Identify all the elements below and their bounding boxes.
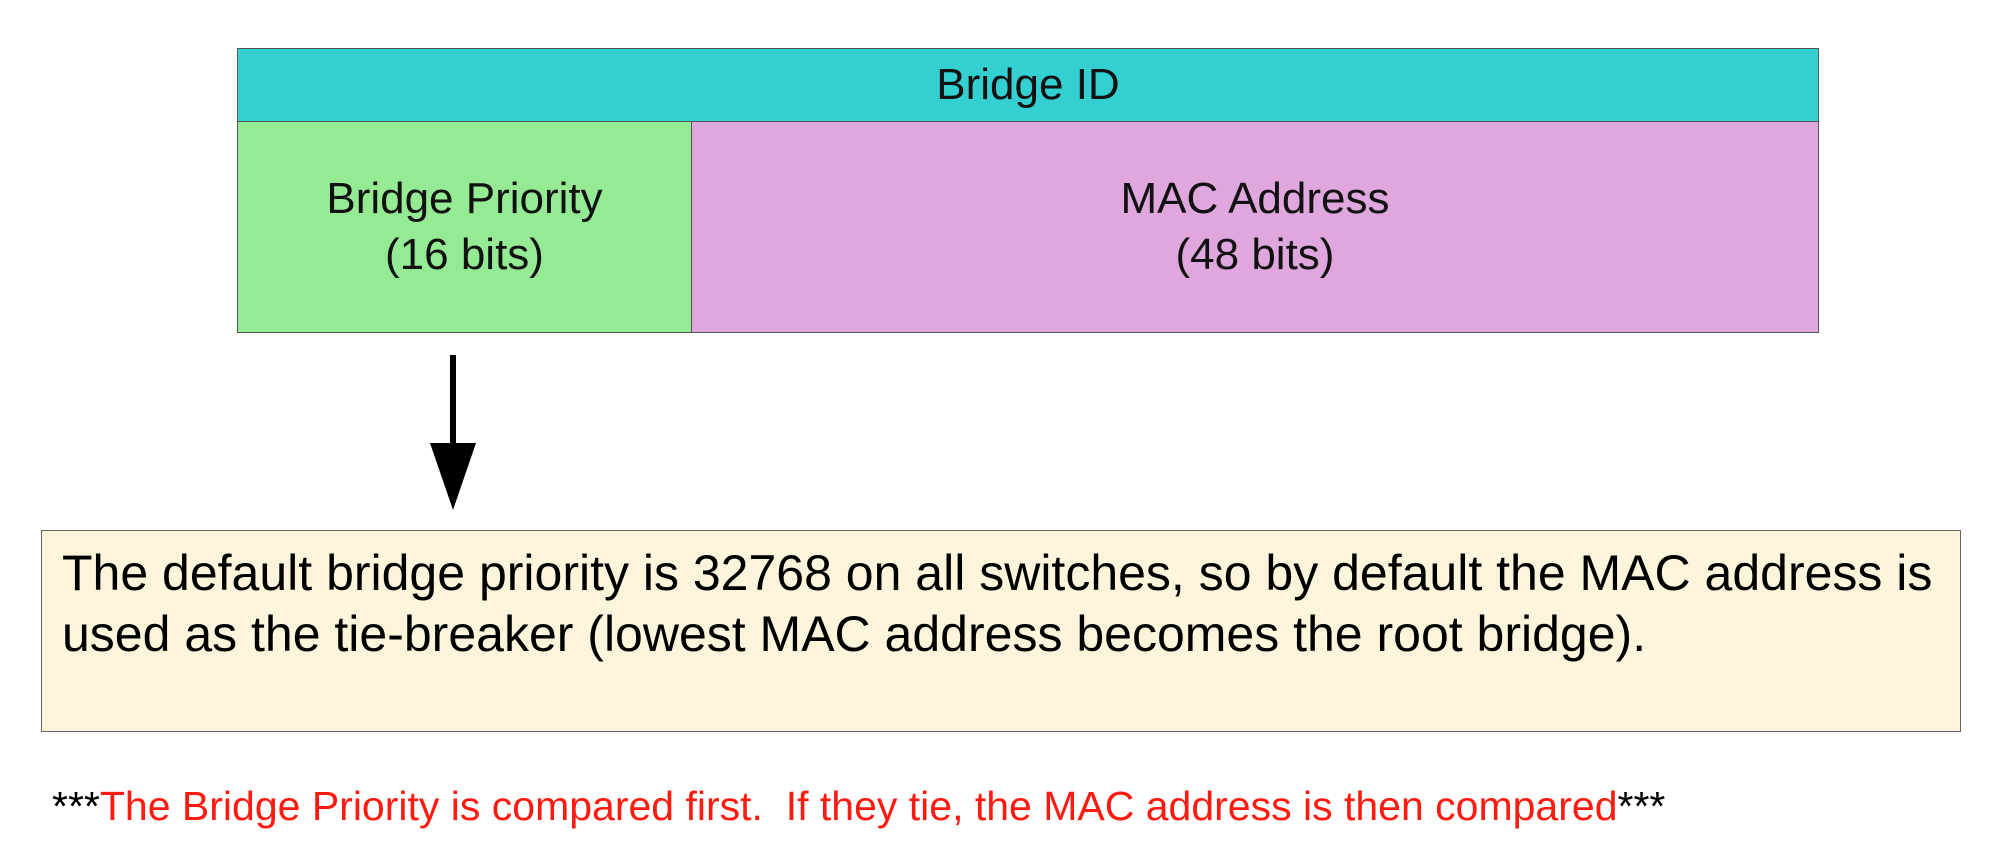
comparison-footnote: ***The Bridge Priority is compared first… bbox=[52, 783, 1665, 830]
footnote-suffix: *** bbox=[1617, 783, 1666, 829]
bridge-id-label: Bridge ID bbox=[936, 60, 1120, 109]
default-priority-note: The default bridge priority is 32768 on … bbox=[41, 530, 1961, 732]
footnote-text: The Bridge Priority is compared first. I… bbox=[99, 783, 1618, 829]
mac-address-label: MAC Address bbox=[1120, 174, 1390, 223]
down-arrow-icon bbox=[430, 355, 476, 510]
bridge-priority-label: Bridge Priority bbox=[326, 174, 603, 223]
mac-address-size: (48 bits) bbox=[1175, 230, 1335, 279]
footnote-prefix: *** bbox=[52, 783, 100, 829]
note-text: The default bridge priority is 32768 on … bbox=[62, 545, 1933, 662]
mac-address-field: MAC Address (48 bits) bbox=[691, 121, 1819, 333]
bridge-priority-field: Bridge Priority (16 bits) bbox=[237, 121, 692, 333]
arrow-head bbox=[430, 443, 476, 510]
bridge-id-header: Bridge ID bbox=[237, 48, 1819, 122]
bridge-priority-size: (16 bits) bbox=[385, 230, 544, 279]
